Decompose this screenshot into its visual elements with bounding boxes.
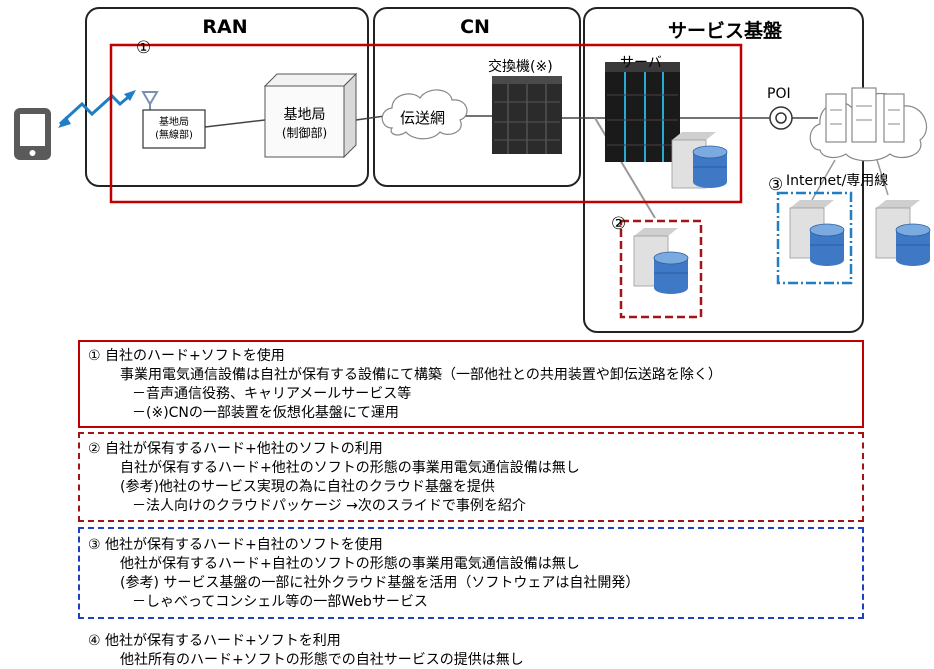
- wireless-signal-icon: [58, 90, 136, 128]
- control-unit-label-2: (制御部): [281, 126, 328, 140]
- control-unit-label-1: 基地局: [283, 107, 326, 123]
- note-1-heading: ① 自社のハード+ソフトを使用: [88, 348, 285, 364]
- transport-network-cloud: [381, 89, 468, 140]
- scope-3-box: [776, 191, 853, 285]
- server-label: サーバ: [620, 55, 662, 71]
- poi-label: POI: [767, 86, 791, 102]
- marker-2: ②: [611, 214, 627, 234]
- note-1-line-4: －(※)CNの一部装置を仮想化基盤にて運用: [132, 405, 399, 421]
- note-1-box: [78, 340, 864, 428]
- note-2-line-2: 自社が保有するハード+他社のソフトの形態の事業用電気通信設備は無し: [120, 460, 580, 476]
- link-ctrl-transport: [355, 115, 386, 121]
- server-rack-icon: [605, 62, 680, 162]
- link-cloud-db4: [876, 159, 889, 196]
- ran-title: RAN: [202, 16, 248, 38]
- note-3-line-2: 他社が保有するハード+自社のソフトの形態の事業用電気通信設備は無し: [120, 556, 580, 572]
- cn-title: CN: [460, 16, 490, 38]
- radio-unit-label: 基地局 (無線部): [143, 116, 205, 142]
- poi-icon: [769, 106, 793, 130]
- note-1-line-3: －音声通信役務、キャリアメールサービス等: [132, 386, 412, 402]
- note-1-line-2: 事業用電気通信設備は自社が保有する設備にて構築（一部他社との共用装置や卸伝送路を…: [120, 367, 722, 383]
- db-server-icon-2: [633, 228, 689, 294]
- transport-label: 伝送網: [400, 109, 446, 127]
- note-2-line-3: (参考)他社のサービス実現の為に自社のクラウド基盤を提供: [120, 479, 495, 495]
- note-4-heading: ④ 他社が保有するハード+ソフトを利用: [88, 633, 341, 649]
- note-3-line-3: (参考) サービス基盤の一部に社外クラウド基盤を活用（ソフトウェアは自社開発）: [120, 575, 640, 591]
- note-2-box: [78, 432, 864, 522]
- marker-3: ③: [768, 175, 784, 195]
- radio-unit-box: [142, 109, 206, 149]
- note-3-line-4: －しゃべってコンシェル等の一部Webサービス: [132, 594, 428, 610]
- control-unit-box: [263, 72, 358, 159]
- antenna-icon: [141, 91, 159, 112]
- radio-unit-label-2: (無線部): [155, 130, 193, 141]
- scope-1-box: [109, 43, 743, 204]
- exchange-rack-icon: [492, 76, 562, 154]
- exchange-label: 交換機(※): [488, 59, 553, 75]
- db-server-icon-3: [789, 200, 845, 266]
- radio-unit-label-1: 基地局: [159, 117, 189, 128]
- note-4-line-2: 他社所有のハード+ソフトの形態での自社サービスの提供は無し: [120, 652, 524, 668]
- link-radio-ctrl: [204, 119, 266, 128]
- scope-2-box: [619, 219, 703, 319]
- marker-1: ①: [136, 38, 152, 58]
- control-unit-label: 基地局 (制御部): [265, 106, 344, 142]
- service-title: サービス基盤: [667, 20, 782, 42]
- db-server-icon-4: [875, 200, 931, 266]
- smartphone-icon: [14, 108, 51, 160]
- internet-label: Internet/専用線: [786, 173, 889, 189]
- note-3-box: [78, 527, 864, 619]
- db-server-icon-1: [671, 132, 728, 189]
- note-2-line-4: －法人向けのクラウドパッケージ →次のスライドで事例を紹介: [132, 498, 526, 514]
- internet-cloud-icon: [809, 87, 928, 162]
- note-3-heading: ③ 他社が保有するハード+自社のソフトを使用: [88, 537, 383, 553]
- note-2-heading: ② 自社が保有するハード+他社のソフトの利用: [88, 441, 383, 457]
